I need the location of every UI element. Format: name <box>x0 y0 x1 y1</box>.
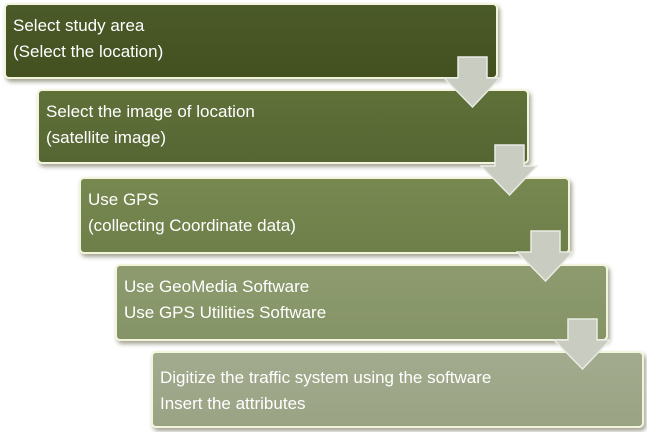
step-4-subtitle: Use GPS Utilities Software <box>124 303 327 322</box>
step-5-subtitle: Insert the attributes <box>160 394 306 413</box>
step-digitize: Digitize the traffic system using the so… <box>151 351 644 428</box>
step-select-image: Select the image of location (satellite … <box>37 89 529 164</box>
step-3-subtitle: (collecting Coordinate data) <box>88 216 296 235</box>
step-2-title: Select the image of location <box>46 102 255 121</box>
step-5-title: Digitize the traffic system using the so… <box>160 368 492 387</box>
step-use-software: Use GeoMedia Software Use GPS Utilities … <box>115 264 608 341</box>
down-arrow-icon <box>443 56 501 108</box>
down-arrow-icon <box>553 318 611 370</box>
down-arrow-icon <box>480 144 538 196</box>
step-use-gps: Use GPS (collecting Coordinate data) <box>79 177 570 254</box>
step-1-title: Select study area <box>13 16 145 35</box>
step-select-study-area: Select study area (Select the location) <box>4 3 498 79</box>
step-4-title: Use GeoMedia Software <box>124 277 310 296</box>
step-3-title: Use GPS <box>88 190 159 209</box>
step-2-subtitle: (satellite image) <box>46 128 166 147</box>
down-arrow-icon <box>516 230 574 282</box>
step-1-subtitle: (Select the location) <box>13 42 164 61</box>
